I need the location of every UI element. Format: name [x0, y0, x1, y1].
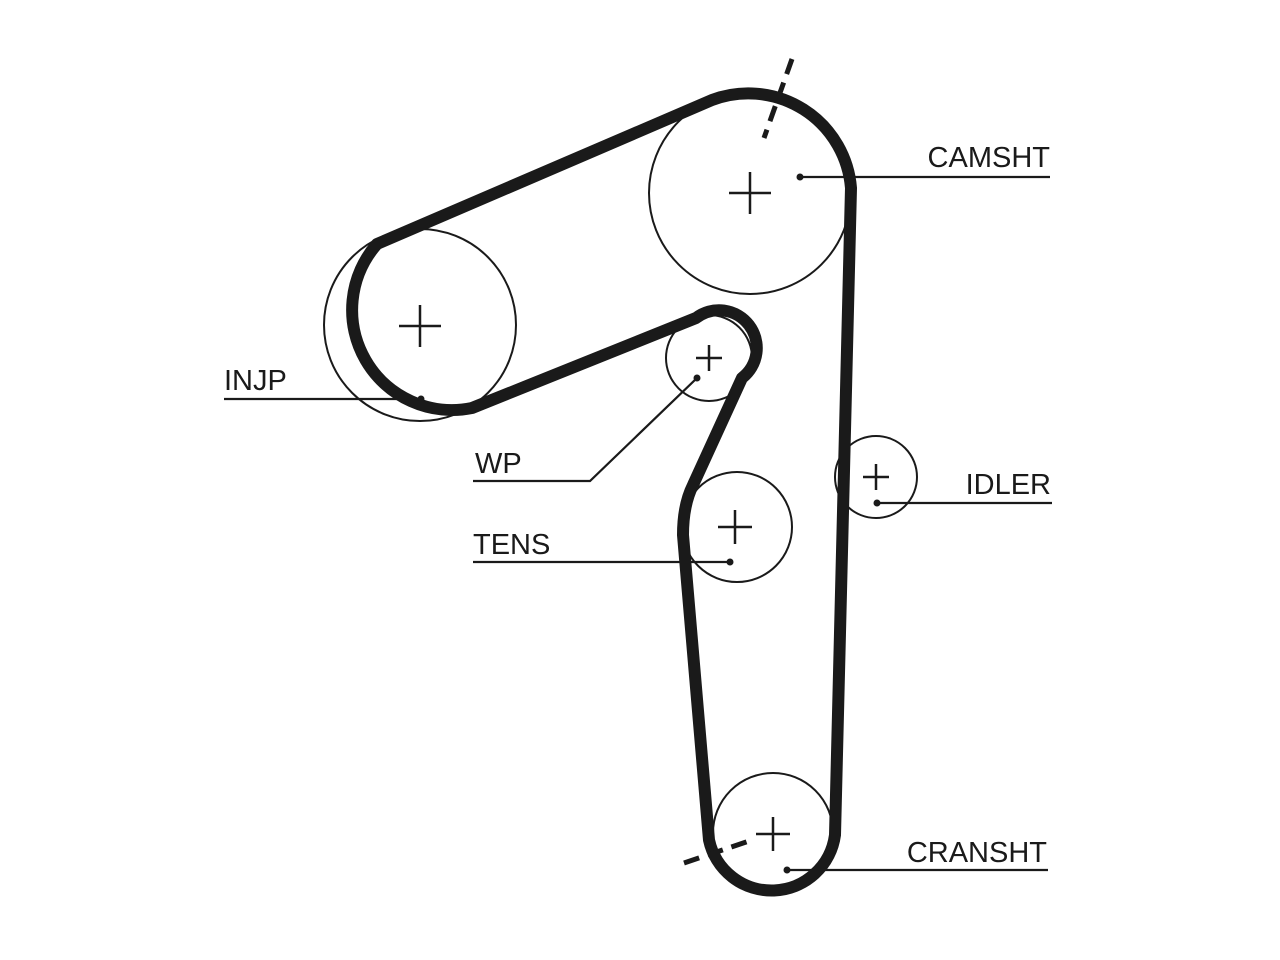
crankshaft-center-mark — [756, 817, 790, 851]
wp-label: WP — [475, 448, 522, 480]
camsht-label: CAMSHT — [928, 142, 1051, 174]
injp-label: INJP — [224, 365, 287, 397]
crankshaft-leader — [783, 866, 1048, 874]
tens-label: TENS — [473, 529, 550, 561]
water-pump-center-mark — [696, 345, 722, 371]
idler-pulley — [834, 435, 918, 519]
injection-pump-center-mark — [399, 305, 441, 347]
tensioner-center-mark — [718, 510, 752, 544]
timing-belt — [346, 87, 857, 897]
camshaft-leader — [796, 173, 1050, 181]
injection-pump-leader — [224, 395, 425, 403]
camshaft-timing-mark — [761, 58, 795, 139]
tensioner-leader — [473, 558, 734, 566]
cransht-label: CRANSHT — [907, 837, 1047, 869]
crankshaft-timing-mark — [683, 837, 753, 866]
idler-label: IDLER — [966, 469, 1051, 501]
idler-center-mark — [863, 464, 889, 490]
water-pump-leader — [473, 374, 701, 483]
camshaft-center-mark — [729, 172, 771, 214]
idler-leader — [873, 499, 1052, 507]
